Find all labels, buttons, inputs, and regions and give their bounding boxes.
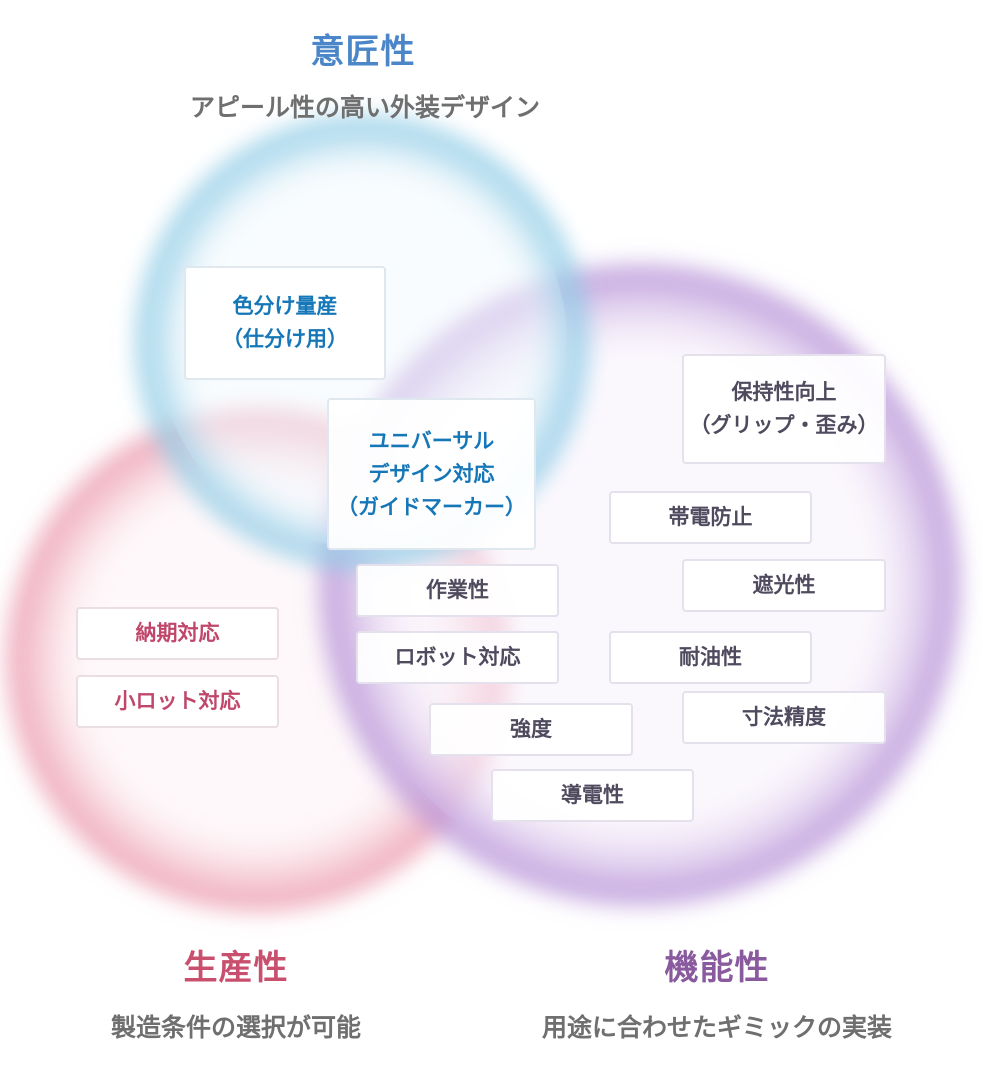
tag-dimensional-accuracy: 寸法精度 <box>682 691 886 744</box>
production-title: 生産性 <box>183 948 289 988</box>
tag-antistatic: 帯電防止 <box>609 491 812 544</box>
tag-delivery-support: 納期対応 <box>76 607 279 660</box>
tag-color-mass-production: 色分け量産 （仕分け用） <box>184 266 386 380</box>
tag-robot-support: ロボット対応 <box>356 631 559 684</box>
function-subtitle: 用途に合わせたギミックの実装 <box>541 1013 892 1042</box>
tag-conductivity: 導電性 <box>491 769 694 822</box>
tag-strength: 強度 <box>429 703 633 756</box>
design-title: 意匠性 <box>310 32 416 72</box>
tag-workability: 作業性 <box>356 564 559 617</box>
tag-universal-design: ユニバーサル デザイン対応 （ガイドマーカー） <box>327 398 536 550</box>
function-title: 機能性 <box>664 948 770 988</box>
design-subtitle: アピール性の高い外装デザイン <box>189 93 540 122</box>
tag-light-shielding: 遮光性 <box>682 559 886 612</box>
tag-oil-resistance: 耐油性 <box>609 631 812 684</box>
production-subtitle: 製造条件の選択が可能 <box>110 1013 361 1042</box>
tag-small-lot-support: 小ロット対応 <box>76 675 279 728</box>
tag-grip-improvement: 保持性向上 （グリップ・歪み） <box>682 354 886 464</box>
